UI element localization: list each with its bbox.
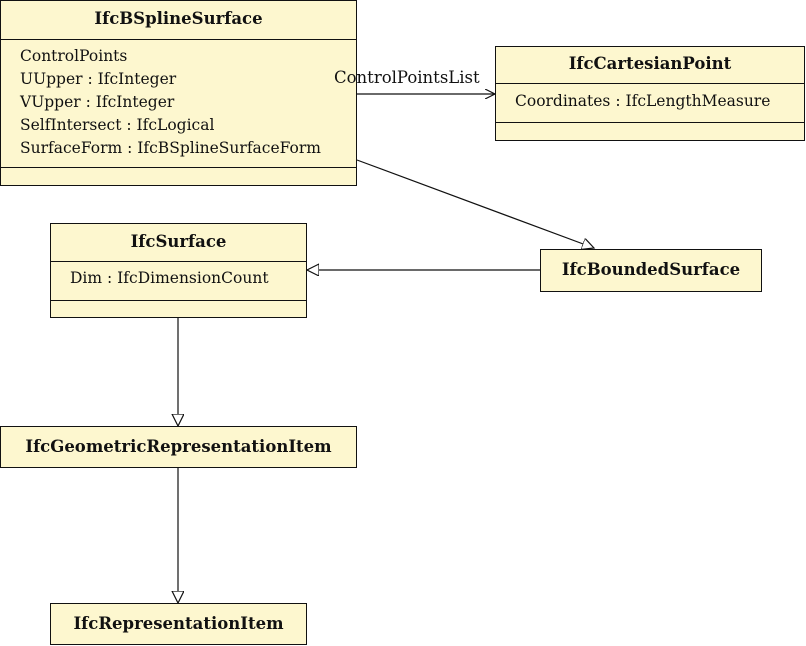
operation-compartment [1, 167, 356, 185]
class-ifc-representation-item[interactable]: IfcRepresentationItem [50, 603, 307, 645]
class-ifc-cartesian-point[interactable]: IfcCartesianPoint Coordinates : IfcLengt… [495, 46, 805, 141]
class-name: IfcCartesianPoint [568, 54, 732, 73]
generalization-bspline-to-bounded-line [356, 159, 594, 248]
attribute-compartment: Dim : IfcDimensionCount [51, 261, 306, 300]
class-ifc-bounded-surface[interactable]: IfcBoundedSurface [540, 249, 762, 292]
attribute-compartment: ControlPoints UUpper : IfcInteger VUpper… [1, 39, 356, 167]
class-ifc-geometric-representation-item[interactable]: IfcGeometricRepresentationItem [0, 426, 357, 468]
class-name: IfcRepresentationItem [73, 614, 284, 633]
attribute-dim: Dim : IfcDimensionCount [70, 269, 269, 287]
attribute-u-upper: UUpper : IfcInteger [20, 70, 177, 88]
operation-compartment [51, 300, 306, 317]
operation-compartment [496, 122, 804, 140]
attribute-self-intersect: SelfIntersect : IfcLogical [20, 116, 215, 134]
association-label-control-points-list: ControlPointsList [334, 68, 480, 87]
class-name: IfcBoundedSurface [561, 260, 741, 279]
attribute-control-points: ControlPoints [20, 47, 128, 65]
class-name: IfcSurface [130, 232, 227, 251]
attribute-surface-form: SurfaceForm : IfcBSplineSurfaceForm [20, 139, 321, 157]
attribute-coordinates: Coordinates : IfcLengthMeasure [515, 92, 771, 110]
attribute-compartment: Coordinates : IfcLengthMeasure [496, 83, 804, 122]
class-name: IfcGeometricRepresentationItem [25, 437, 332, 456]
class-name: IfcBSplineSurface [94, 9, 263, 28]
class-ifc-bspline-surface[interactable]: IfcBSplineSurface ControlPoints UUpper :… [0, 0, 357, 186]
attribute-v-upper: VUpper : IfcInteger [20, 93, 175, 111]
class-ifc-surface[interactable]: IfcSurface Dim : IfcDimensionCount [50, 223, 307, 318]
